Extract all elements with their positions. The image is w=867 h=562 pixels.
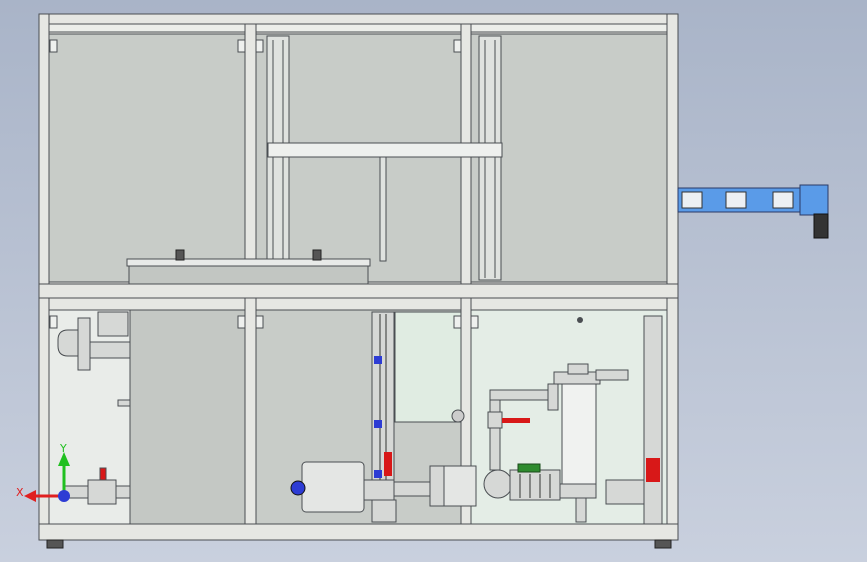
sight-glass [451,409,465,423]
middle-bay-inner [394,311,462,423]
heater-port [290,480,306,496]
filter-vent [567,363,589,375]
pump-volute [443,465,477,507]
ball-valve [87,479,117,505]
motor-terminal [517,463,541,473]
right-post-lower [666,297,679,531]
side-connector-assembly [677,184,829,239]
level-indicator [384,452,392,476]
connector-head [799,184,829,216]
left-post-upper [38,13,50,299]
top-rail [38,13,679,25]
right-post-upper [666,13,679,299]
terminal-block [681,191,703,209]
valve-handle-icon [502,418,530,423]
return-pipe [643,315,663,525]
clip [255,315,264,329]
pump-impeller-housing [483,469,513,499]
clip [49,315,58,329]
level-sensor [374,420,382,428]
inlet-pipe [89,341,131,359]
foot-left [46,539,64,549]
top-inner-rail [38,23,679,33]
right-manifold [595,369,629,381]
filter-drain [575,497,587,523]
return-indicator [646,458,660,482]
pump-flange [429,465,445,507]
tray-body [128,265,369,285]
filter-housing-icon [561,383,597,485]
tank-outlet [605,479,651,505]
terminal-block [772,191,794,209]
upper-cabinet [38,13,679,299]
upper-back-panel [48,33,668,283]
riser-pipe [489,389,501,471]
cross-beam [267,142,503,158]
axis-x-arrow [24,490,36,502]
heater-housing [301,461,365,513]
filter-inlet [547,383,559,411]
heater-coupling [363,479,395,501]
vertical-guide-rail [478,35,502,281]
foot-right [654,539,672,549]
middle-post-left-lower [244,297,257,531]
mounting-hole [577,317,583,323]
middle-rail [38,283,679,299]
clip [470,315,479,329]
terminal-block [725,191,747,209]
connector-plug [813,213,829,239]
axis-y-label: Y [59,442,67,455]
tray-handle [312,249,322,261]
riser-crossover [489,389,555,401]
riser-valve [487,411,503,429]
clip [255,39,264,53]
clip [237,39,246,53]
valve-handle-icon [99,467,107,481]
inlet-box [97,311,129,337]
clip [453,39,462,53]
support-rod [379,156,387,262]
pipe-bracket [117,399,131,407]
clip [49,39,58,53]
clip [453,315,462,329]
middle-post-right-upper [460,23,472,299]
axis-y-arrow [58,452,70,466]
tray-lid [126,258,371,267]
vertical-guide-rail [266,35,290,281]
axis-origin [58,490,70,502]
lower-cabinet [38,297,679,549]
tray-handle [175,249,185,261]
pump-inlet-pipe [393,481,431,497]
filter-base [559,483,597,499]
axis-triad-icon: Y X [16,442,70,502]
axis-x-label: X [16,486,24,499]
level-sensor [374,356,382,364]
clip [237,315,246,329]
outlet-fitting [371,499,397,523]
left-bay-panel [129,309,246,525]
base-rail [38,523,679,541]
inlet-flange [77,317,91,371]
level-sensor [374,470,382,478]
pump-motor-icon [509,469,561,501]
middle-post-left-upper [244,23,257,299]
elbow-pipe [57,329,81,357]
